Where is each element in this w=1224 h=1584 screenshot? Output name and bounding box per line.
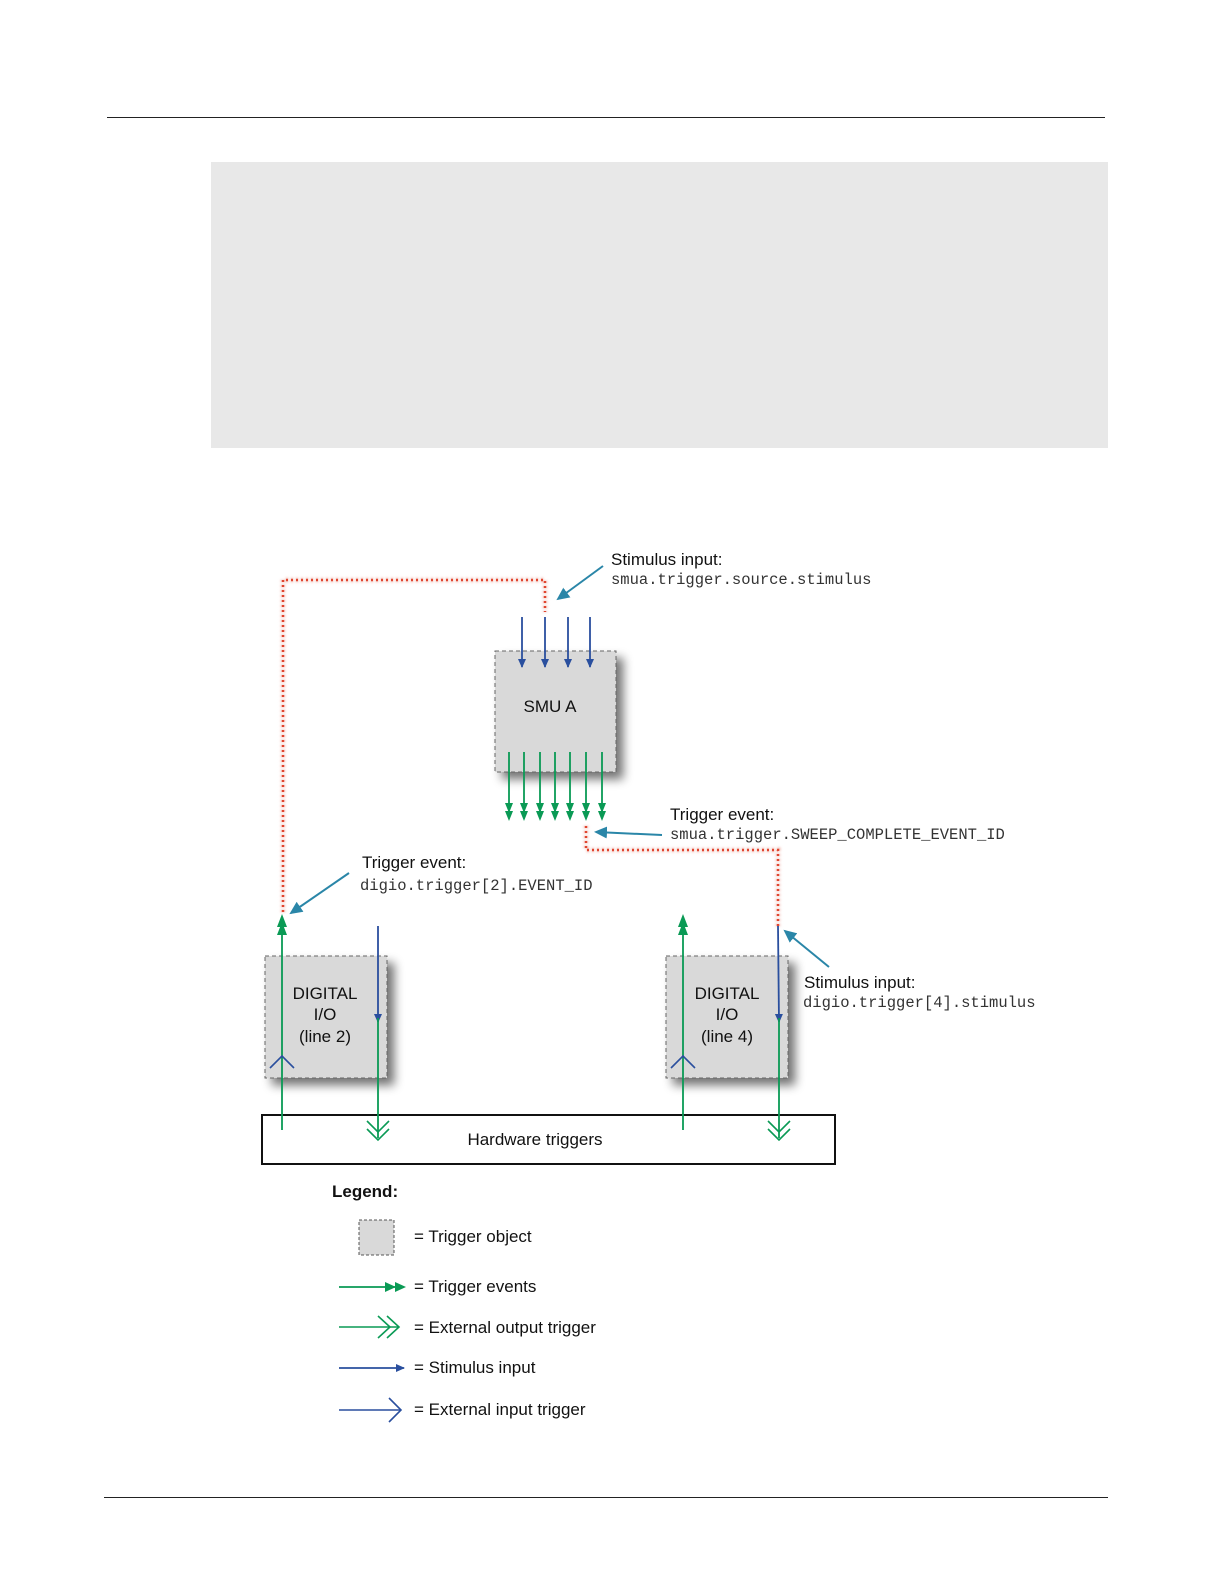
dio4-label-line2: I/O [716, 1005, 739, 1024]
header-rule [107, 117, 1105, 118]
trigger-event-arrowhead [551, 803, 559, 821]
smu-a-block: SMU A [494, 650, 617, 773]
code-example-panel [211, 162, 1108, 448]
external-input-trigger-arrow-icon [339, 1397, 403, 1423]
legend-title: Legend: [332, 1182, 398, 1201]
smu-trigger-event-arrows [505, 752, 606, 821]
legend-item-label: = Trigger events [414, 1277, 536, 1296]
dio4-arrows [670, 914, 791, 1142]
red-dotted-paths [280, 577, 781, 928]
trigger-event-arrowhead [536, 803, 544, 821]
trigger-event-arrowhead [505, 803, 513, 821]
dio2-label-line1: DIGITAL [293, 984, 358, 1003]
legend-item-label: = External output trigger [414, 1318, 596, 1337]
callout-sweep-event: Trigger event: smua.trigger.SWEEP_COMPLE… [670, 805, 1005, 844]
hardware-triggers-label: Hardware triggers [467, 1130, 602, 1149]
callout-smu-stimulus-code: smua.trigger.source.stimulus [611, 571, 871, 589]
dio4-label-line1: DIGITAL [695, 984, 760, 1003]
dio2-label-line2: I/O [314, 1005, 337, 1024]
callout-smu-stimulus-title: Stimulus input: [611, 550, 723, 569]
smu-a-label: SMU A [524, 697, 578, 716]
digital-io-line4-block: DIGITAL I/O (line 4) [665, 955, 789, 1079]
callout-dio4-stimulus: Stimulus input: digio.trigger[4].stimulu… [803, 973, 1036, 1012]
dio2-arrows [269, 914, 390, 1142]
trigger-event-arrowhead [520, 803, 528, 821]
trigger-event-arrowhead [566, 803, 574, 821]
legend: Legend: = Trigger object = Trigger event… [332, 1182, 596, 1423]
legend-item-label: = Trigger object [414, 1227, 532, 1246]
callout-smu-stimulus: Stimulus input: smua.trigger.source.stim… [611, 550, 871, 589]
trigger-event-arrowhead [598, 803, 606, 821]
dio4-label-line3: (line 4) [701, 1027, 753, 1046]
callout-dio2-event: Trigger event: digio.trigger[2].EVENT_ID [360, 853, 593, 895]
smu-stimulus-input-arrows [518, 617, 594, 668]
trigger-event-arrow-icon [339, 1282, 406, 1292]
callout-dio4-stimulus-title: Stimulus input: [804, 973, 916, 992]
trigger-event-arrowhead [582, 803, 590, 821]
callout-arrows [289, 565, 830, 968]
digital-io-line2-block: DIGITAL I/O (line 2) [264, 955, 388, 1079]
trigger-object-icon [358, 1219, 395, 1256]
external-output-trigger-arrow-icon [339, 1315, 401, 1339]
hardware-triggers-box: Hardware triggers [261, 1114, 836, 1165]
footer-rule [104, 1497, 1108, 1498]
callout-sweep-event-code: smua.trigger.SWEEP_COMPLETE_EVENT_ID [670, 826, 1005, 844]
dio2-label-line3: (line 2) [299, 1027, 351, 1046]
callout-dio2-event-title: Trigger event: [362, 853, 466, 872]
callout-sweep-event-title: Trigger event: [670, 805, 774, 824]
legend-item-label: = External input trigger [414, 1400, 586, 1419]
callout-dio2-event-code: digio.trigger[2].EVENT_ID [360, 877, 593, 895]
legend-item-label: = Stimulus input [414, 1358, 536, 1377]
callout-dio4-stimulus-code: digio.trigger[4].stimulus [803, 994, 1036, 1012]
